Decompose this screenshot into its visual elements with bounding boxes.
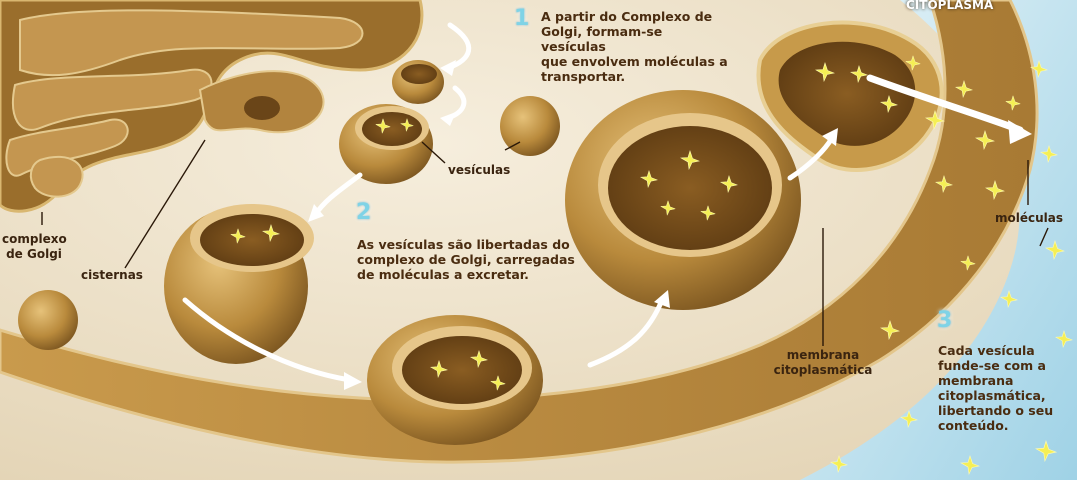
cytoplasm-label: CITOPLASMA (906, 0, 994, 12)
step-2-text: As vesículas são libertadas do complexo … (357, 237, 575, 282)
step-3-number: 3 (937, 308, 953, 333)
golgi-complex (0, 0, 424, 213)
step-2-number: 2 (356, 200, 372, 225)
docking-vesicle-cavity (402, 336, 522, 404)
open-vesicle-large-cavity (608, 126, 772, 250)
membrana-label: membrana citoplasmática (773, 348, 873, 377)
small-vesicle-1-cavity (401, 64, 437, 84)
golgi-label: complexo de Golgi (2, 232, 67, 261)
solid-vesicle-2 (18, 290, 78, 350)
step-1-text: A partir do Complexo de Golgi, formam-se… (541, 9, 728, 84)
arrow-heads (308, 60, 1032, 390)
solid-vesicle-1 (500, 96, 560, 156)
label-pointers (41, 139, 1049, 346)
fusing-vesicle-inner (778, 41, 916, 146)
step-3-text: Cada vesícula funde-se com a membrana ci… (938, 343, 1054, 433)
vesiculas-label: vesículas (448, 163, 511, 177)
moleculas-label: moléculas (995, 211, 1064, 225)
step-1-number: 1 (514, 6, 530, 31)
medium-vesicle-cavity (362, 112, 422, 146)
released-vesicle-cavity (200, 214, 304, 266)
cisternas-label: cisternas (81, 268, 143, 282)
